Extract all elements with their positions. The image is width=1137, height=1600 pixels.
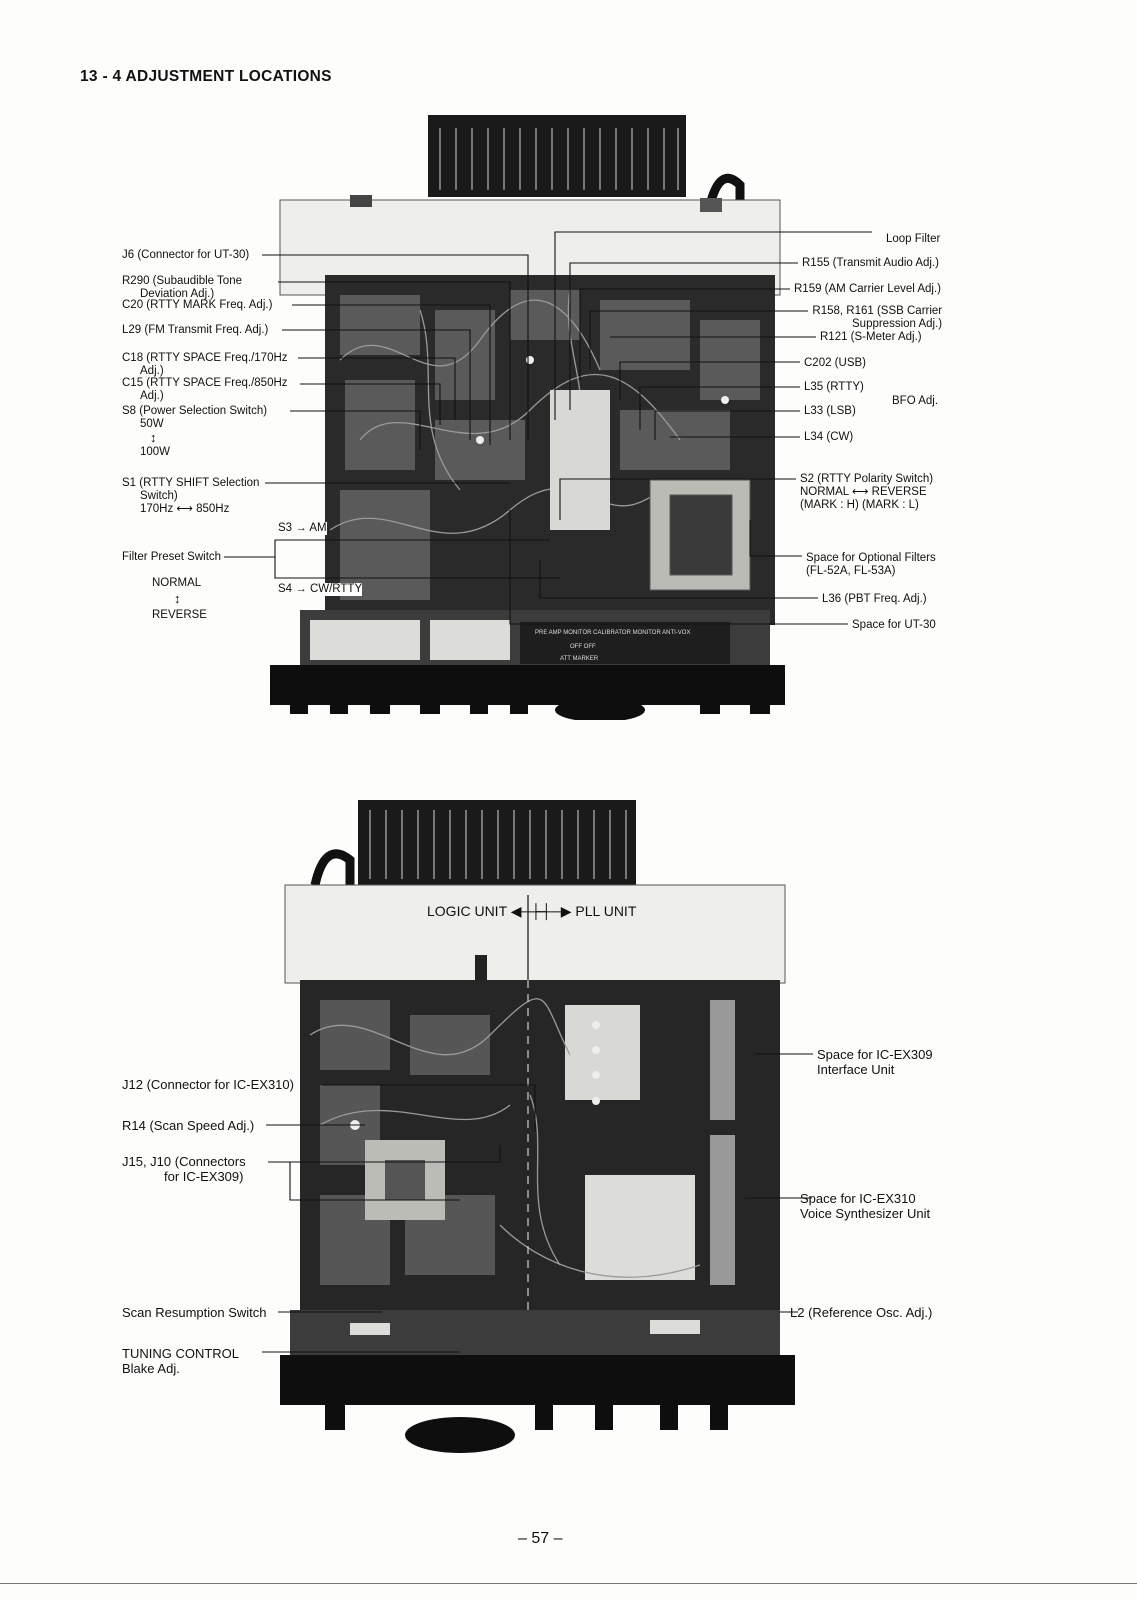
label-r121: R121 (S-Meter Adj.) <box>820 331 922 343</box>
label-loop-filter: Loop Filter <box>886 233 941 245</box>
label-r159: R159 (AM Carrier Level Adj.) <box>794 283 941 295</box>
label-c20: C20 (RTTY MARK Freq. Adj.) <box>122 299 273 311</box>
label-pll-unit: ├──▶ PLL UNIT <box>531 903 637 919</box>
label-s3: S3 → AM <box>278 522 327 535</box>
label-ut30: Space for UT-30 <box>852 619 936 631</box>
bottom-rule <box>0 1583 1137 1584</box>
label-l34: L34 (CW) <box>804 431 854 443</box>
panel-text-row2: OFF OFF <box>570 644 596 650</box>
label-r155: R155 (Transmit Audio Adj.) <box>802 257 939 269</box>
label-r14: R14 (Scan Speed Adj.) <box>122 1118 255 1133</box>
panel-text-row1: PRE AMP MONITOR CALIBRATOR MONITOR ANTI-… <box>535 630 690 636</box>
label-s2: S2 (RTTY Polarity Switch)NORMAL ⟷ REVERS… <box>800 473 934 511</box>
label-s4: S4 → CW/RTTY <box>278 583 363 596</box>
figure2-leader-lines <box>262 1053 813 1353</box>
label-l29: L29 (FM Transmit Freq. Adj.) <box>122 324 269 336</box>
label-filter-preset: Filter Preset Switch <box>122 551 222 563</box>
label-l33: L33 (LSB) <box>804 405 856 417</box>
label-j6: J6 (Connector for UT-30) <box>122 249 250 261</box>
figure1-leader-lines <box>224 231 872 625</box>
figure1-chassis-photo: PRE AMP MONITOR CALIBRATOR MONITOR ANTI-… <box>270 110 790 720</box>
label-s8: S8 (Power Selection Switch)50W↕100W <box>122 405 268 458</box>
label-logic-unit: LOGIC UNIT ◀──┤ <box>427 903 552 919</box>
label-filter-normal: NORMAL↕REVERSE <box>152 577 207 621</box>
figure2-chassis-photo <box>280 795 800 1455</box>
page-title: 13 - 4 ADJUSTMENT LOCATIONS <box>80 68 332 85</box>
label-l2: L2 (Reference Osc. Adj.) <box>790 1305 933 1320</box>
label-l36: L36 (PBT Freq. Adj.) <box>822 593 927 605</box>
label-scan-resumption: Scan Resumption Switch <box>122 1305 267 1320</box>
label-bfo-adj: BFO Adj. <box>892 395 939 407</box>
label-l35: L35 (RTTY) <box>804 381 864 393</box>
label-optional-filters: Space for Optional Filters(FL-52A, FL-53… <box>806 552 936 577</box>
page-number: – 57 – <box>518 1530 563 1547</box>
panel-text-row3: ATT MARKER <box>560 656 599 662</box>
label-c202: C202 (USB) <box>804 357 866 369</box>
label-j12: J12 (Connector for IC-EX310) <box>122 1077 294 1092</box>
